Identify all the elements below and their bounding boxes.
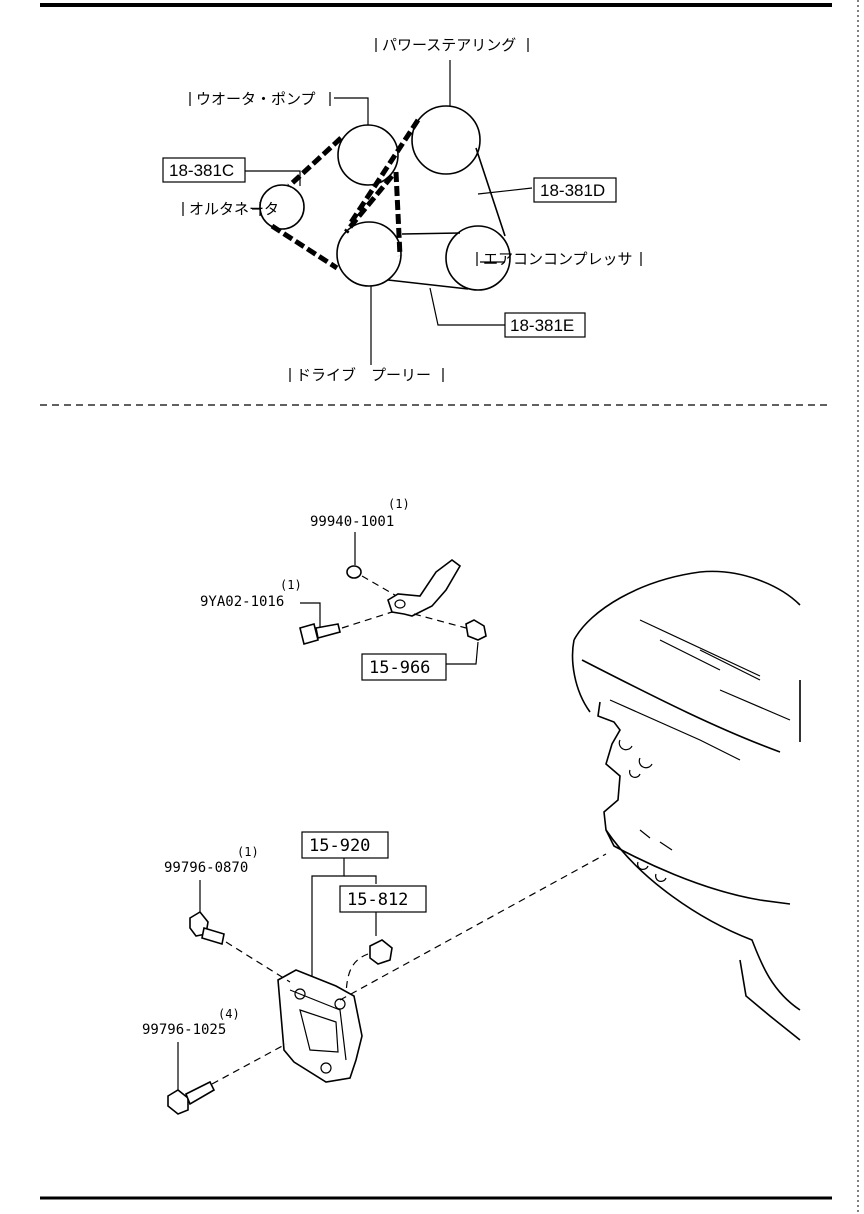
part-no-99940-1001: 99940-1001 (310, 514, 394, 530)
drive-pulley (336, 221, 402, 287)
power-steering-pulley (411, 105, 481, 175)
label-ref-15-966[interactable]: 15-966 (361, 653, 447, 681)
svg-text:18-381D: 18-381D (540, 181, 605, 200)
label-ref-18-381C[interactable]: 18-381C (162, 157, 246, 183)
label-water-pump: ウオータ・ポンプ (189, 90, 331, 108)
nut-part (465, 619, 487, 641)
svg-text:エアコンコンプレッサ: エアコンコンプレッサ (483, 250, 633, 268)
upper-bracket-assembly: (1) 99940-1001 15-966 (1) 9YA02-1016 (200, 497, 487, 681)
svg-text:18-381E: 18-381E (510, 316, 574, 335)
svg-text:18-381C: 18-381C (169, 161, 234, 180)
belt-18-381C (270, 136, 394, 271)
svg-text:ドライブ プーリー: ドライブ プーリー (296, 366, 431, 384)
part-no-9YA02-1016: 9YA02-1016 (200, 594, 284, 610)
label-ref-15-920[interactable]: 15-920 (301, 831, 389, 859)
part-no-99796-1025: 99796-1025 (142, 1022, 226, 1038)
qty-9YA02-1016: (1) (280, 578, 302, 592)
belt-18-381D (347, 118, 421, 257)
svg-text:15-920: 15-920 (309, 836, 370, 856)
svg-text:15-966: 15-966 (369, 658, 430, 678)
support-bracket (387, 559, 462, 617)
label-power-steering: パワーステアリング (375, 36, 529, 54)
qty-99796-0870: (1) (237, 845, 259, 859)
label-ref-18-381D[interactable]: 18-381D (533, 177, 617, 203)
bolt-9YA02-1016 (299, 623, 319, 645)
svg-text:パワーステアリング: パワーステアリング (382, 36, 516, 54)
bushing-part (369, 939, 393, 965)
svg-text:オルタネータ: オルタネータ (189, 200, 279, 218)
qty-99796-1025: (4) (218, 1007, 240, 1021)
lower-bracket-assembly: 15-920 15-812 (1) 99796-0870 (4) 99796-1… (142, 831, 607, 1115)
svg-text:15-812: 15-812 (347, 890, 408, 910)
washer-part (346, 565, 362, 579)
bolt-99796-1025 (167, 1089, 189, 1115)
label-ref-15-812[interactable]: 15-812 (339, 885, 427, 913)
belt-routing-diagram: パワーステアリング ウオータ・ポンプ 18-381C オルタネータ 18-381… (162, 36, 642, 384)
label-ref-18-381E[interactable]: 18-381E (504, 312, 586, 338)
mounting-bracket (277, 969, 363, 1083)
aircon-compressor-pulley (445, 225, 511, 291)
belt-18-381E (387, 147, 506, 290)
label-aircon-compressor: エアコンコンプレッサ (476, 250, 642, 268)
svg-text:ウオータ・ポンプ: ウオータ・ポンプ (196, 90, 316, 108)
label-drive-pulley: ドライブ プーリー (289, 366, 444, 384)
engine-block-outline (571, 570, 801, 1041)
part-no-99796-0870: 99796-0870 (164, 860, 248, 876)
label-alternator: オルタネータ (182, 200, 279, 218)
qty-99940-1001: (1) (388, 497, 410, 511)
